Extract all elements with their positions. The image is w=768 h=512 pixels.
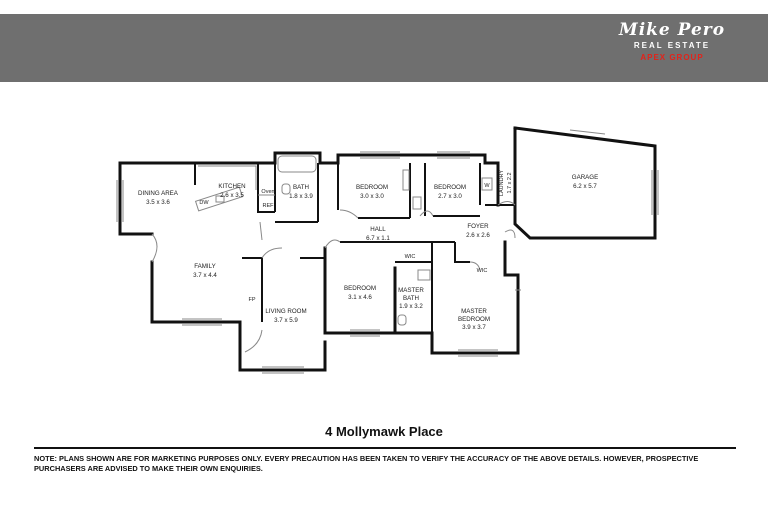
- room-name-living: LIVING ROOM: [265, 308, 306, 315]
- fixture-fp: FP: [248, 297, 255, 303]
- room-dims-kitchen: 2.6 x 3.5: [220, 192, 244, 199]
- room-name-master-bath-2: BATH: [403, 295, 419, 302]
- room-labels: DINING AREA 3.5 x 3.6 KITCHEN 2.6 x 3.5 …: [138, 170, 598, 331]
- room-name-master-bed-2: BEDROOM: [458, 316, 490, 323]
- header-banner: Mike Pero REAL ESTATE APEX GROUP: [0, 14, 768, 82]
- room-dims-bedroom-3: 3.1 x 4.6: [348, 294, 372, 301]
- brand-script-name: Mike Pero: [618, 20, 726, 40]
- room-dims-master-bath: 1.9 x 3.2: [399, 303, 423, 310]
- room-name-family: FAMILY: [194, 263, 216, 270]
- room-name-kitchen: KITCHEN: [218, 183, 245, 190]
- fixture-ref: REF: [263, 203, 275, 209]
- brand-subtitle: REAL ESTATE: [633, 41, 711, 50]
- room-name-bath: BATH: [293, 184, 309, 191]
- fixture-wic-1: WIC: [405, 254, 416, 260]
- property-title: 4 Mollymawk Place: [325, 424, 443, 439]
- room-name-hall: HALL: [370, 226, 386, 233]
- disclaimer-note: NOTE: PLANS SHOWN ARE FOR MARKETING PURP…: [34, 454, 699, 473]
- room-name-dining: DINING AREA: [138, 190, 179, 197]
- room-dims-laundry: 1.7 x 2.2: [507, 172, 513, 193]
- room-name-bedroom-3: BEDROOM: [344, 285, 376, 292]
- room-name-bedroom-2: BEDROOM: [434, 184, 466, 191]
- room-name-master-bed-1: MASTER: [461, 308, 487, 315]
- fixture-wic-2: WIC: [477, 268, 488, 274]
- room-dims-living: 3.7 x 5.9: [274, 317, 298, 324]
- room-dims-garage: 6.2 x 5.7: [573, 183, 597, 190]
- brand-logo: Mike Pero REAL ESTATE APEX GROUP: [612, 20, 732, 76]
- fixtures-outline: [116, 129, 659, 374]
- room-dims-family: 3.7 x 4.4: [193, 272, 217, 279]
- exterior-walls: [118, 126, 657, 372]
- room-dims-master-bed: 3.9 x 3.7: [462, 324, 486, 331]
- room-name-master-bath-1: MASTER: [398, 287, 424, 294]
- room-name-garage: GARAGE: [572, 174, 598, 181]
- room-dims-dining: 3.5 x 3.6: [146, 199, 170, 206]
- room-dims-bath: 1.8 x 3.9: [289, 193, 313, 200]
- fixture-dw: DW: [199, 200, 209, 206]
- room-dims-bedroom-1: 3.0 x 3.0: [360, 193, 384, 200]
- room-dims-foyer: 2.6 x 2.6: [466, 232, 490, 239]
- fixture-oven: Oven: [261, 189, 274, 195]
- fixture-w: W: [484, 183, 490, 189]
- room-name-laundry: LAUNDRY: [499, 170, 505, 197]
- room-dims-hall: 6.7 x 1.1: [366, 235, 390, 242]
- brand-group-name: APEX GROUP: [640, 53, 704, 62]
- room-name-bedroom-1: BEDROOM: [356, 184, 388, 191]
- room-dims-bedroom-2: 2.7 x 3.0: [438, 193, 462, 200]
- divider: [34, 447, 736, 449]
- room-name-foyer: FOYER: [467, 223, 489, 230]
